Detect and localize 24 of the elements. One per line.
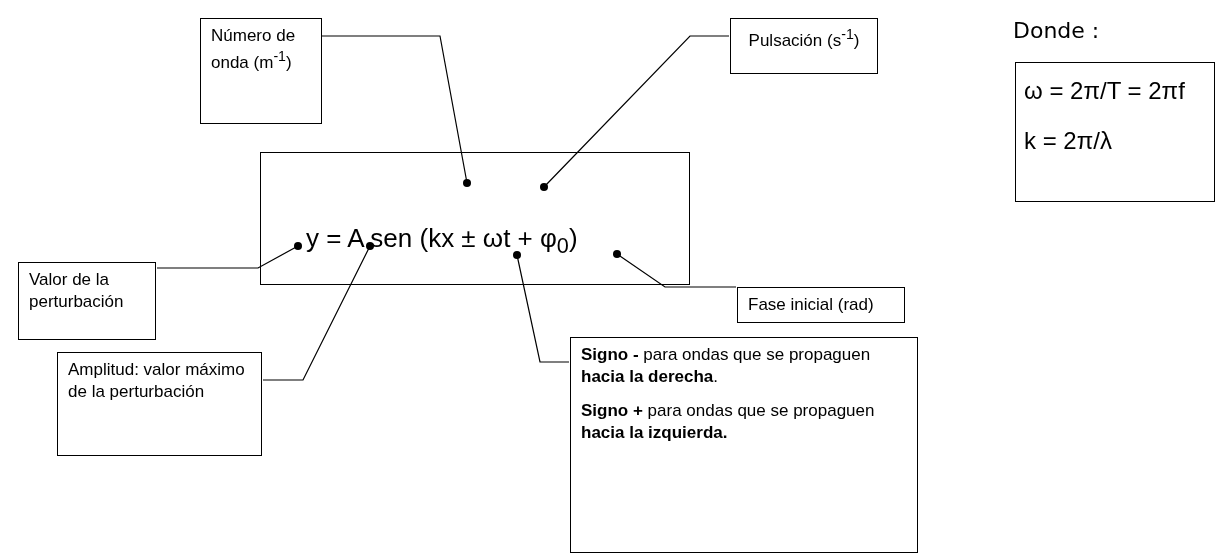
callout-text: Signo + para ondas que se propaguen hacia la izquierda. [581,400,876,445]
formula: ω = 2π/T = 2πf [1024,77,1186,105]
callout-text: Número de onda (m$^{-1}$) [211,25,297,74]
leader-line [540,35,730,191]
formula: k = 2π/λ [1024,127,1113,155]
callout-text: Valor de la perturbación [29,269,125,314]
leader-line [321,35,471,187]
callout-box [570,337,918,553]
leader-line [262,242,374,381]
equation-box [260,152,690,285]
callout-box [18,262,156,340]
callout-box [57,352,262,456]
wave-equation: y = A sen (kx ± ωt + φ$_{0}$) [306,223,578,260]
callout-box [200,18,322,124]
callout-box [730,18,878,74]
leader-line [156,242,302,269]
callout-text: Amplitud: valor máximo de la perturbación [68,359,246,404]
callout-text: Pulsación (s$^{-1}$) [747,25,861,52]
leader-line [513,251,570,363]
heading: Donde : [1013,18,1100,43]
leader-line [613,250,737,288]
callout-box [737,287,905,323]
callout-text: Fase inicial (rad) [748,294,875,316]
callout-text: Signo - para ondas que se propaguen hacia la derecha. [581,344,872,389]
